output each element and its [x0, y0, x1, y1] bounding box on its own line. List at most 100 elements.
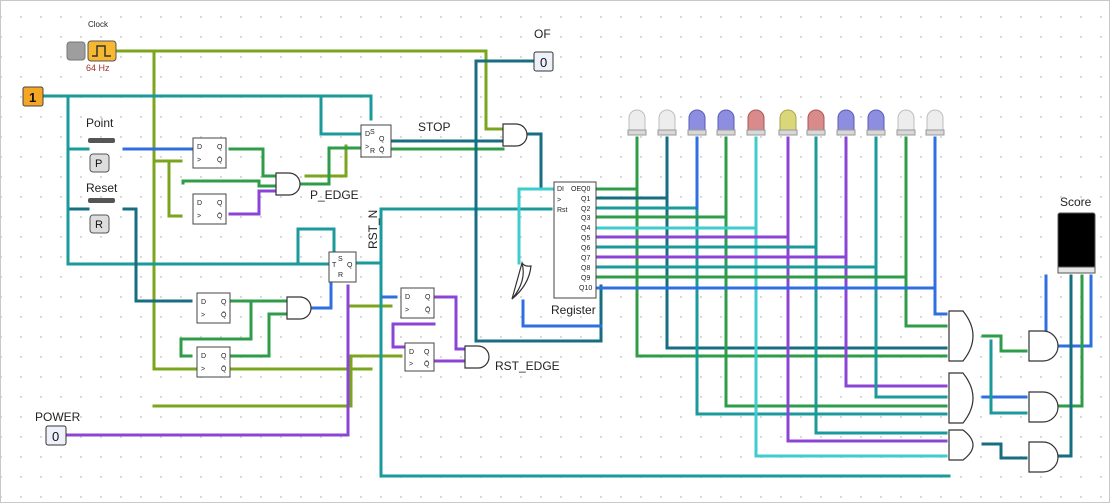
- wire-const-4: [296, 227, 336, 266]
- svg-text:Q̄: Q̄: [424, 360, 430, 368]
- reset-button-group[interactable]: Reset R: [86, 181, 118, 234]
- reset-key: R: [95, 219, 103, 231]
- wire-score-2: [1057, 274, 1084, 408]
- svg-text:Q0: Q0: [581, 186, 590, 193]
- of-value: 0: [540, 55, 547, 70]
- svg-text:Q7: Q7: [581, 255, 590, 262]
- power-input[interactable]: POWER 0: [35, 410, 81, 446]
- stop-label: STOP: [418, 120, 450, 134]
- wire-q5: [594, 235, 948, 443]
- wire-score-3: [1057, 274, 1073, 458]
- wire-q8: [594, 265, 948, 399]
- wire-clock-p2: [167, 159, 183, 218]
- point-button[interactable]: [89, 153, 110, 173]
- svg-text:Q̄: Q̄: [221, 311, 227, 319]
- of-label: OF: [534, 27, 551, 41]
- led-2-icon: [657, 109, 677, 136]
- and-gate-score-c: [948, 429, 974, 461]
- wire-clock: [116, 49, 505, 131]
- wire-q3: [594, 215, 948, 408]
- reset-button[interactable]: [89, 214, 110, 234]
- svg-text:Q5: Q5: [581, 235, 590, 242]
- clock-frequency: 64 Hz: [86, 63, 110, 73]
- wire-g4-out: [989, 339, 1028, 415]
- and-gate-pedge: [275, 172, 301, 196]
- wire-g1-out: [981, 334, 1028, 353]
- and-gate-score-b: [948, 372, 974, 424]
- and-gate-out-2: [1028, 391, 1059, 423]
- score-display: Score: [1057, 195, 1096, 274]
- wire-clock-down: [152, 49, 373, 371]
- score-label: Score: [1060, 195, 1092, 209]
- wire-r-loop: [179, 299, 253, 358]
- svg-text:S: S: [370, 129, 375, 136]
- clock-component[interactable]: Clock 64 Hz: [66, 20, 117, 73]
- register-label: Register: [551, 303, 596, 317]
- svg-text:D: D: [365, 131, 370, 138]
- svg-text:Q: Q: [217, 144, 223, 151]
- square-wave-icon: [92, 45, 111, 57]
- wire-q4: [594, 226, 948, 458]
- svg-text:Q: Q: [379, 136, 385, 143]
- wire-score-1: [1057, 274, 1093, 348]
- svg-text:Q1: Q1: [581, 196, 590, 203]
- led-9-icon: [866, 109, 886, 136]
- or-gate-register: [511, 260, 532, 300]
- led-10-icon: [896, 109, 916, 136]
- wire-const-2: [319, 94, 363, 136]
- svg-text:>: >: [557, 197, 561, 204]
- wire-q2: [594, 206, 948, 416]
- point-switch[interactable]: [88, 138, 115, 143]
- svg-text:Q6: Q6: [581, 245, 590, 252]
- wire-g3-out: [981, 442, 1028, 460]
- wire-p-qb: [181, 179, 278, 188]
- rst-edge-label: RST_EDGE: [495, 359, 560, 373]
- clock-label: Clock: [88, 20, 109, 29]
- wire-r-qn: [228, 312, 288, 358]
- wire-power: [65, 284, 350, 437]
- register-component: DI > Rst OE Q0 Q1 Q2 Q3 Q4 Q5 Q6 Q7 Q8 Q…: [551, 181, 597, 317]
- svg-text:Q̄: Q̄: [425, 306, 431, 314]
- clock-icon[interactable]: [87, 40, 117, 62]
- svg-text:Q: Q: [425, 294, 431, 301]
- svg-text:Rst: Rst: [557, 207, 568, 214]
- point-button-group[interactable]: Point P: [86, 116, 115, 173]
- power-toggle[interactable]: [45, 425, 67, 446]
- wire-const: [42, 94, 373, 121]
- reset-switch[interactable]: [88, 198, 115, 203]
- wire-of: [474, 59, 603, 343]
- and-gate-reset: [286, 296, 312, 320]
- wire-q6: [594, 245, 948, 435]
- svg-text:S: S: [338, 256, 343, 263]
- wire-rst-edge-q: [432, 295, 467, 351]
- p-edge-label: P_EDGE: [310, 188, 359, 202]
- wire-q9: [594, 275, 948, 328]
- of-output: OF 0: [533, 27, 554, 72]
- wire-q10: [594, 286, 948, 316]
- svg-text:OE: OE: [571, 186, 581, 193]
- wire-or-reg: [517, 187, 554, 265]
- wire-p-q: [228, 147, 278, 178]
- wire-pedge: [299, 146, 363, 186]
- and-gate-score-a: [948, 310, 974, 362]
- svg-text:>: >: [201, 312, 205, 319]
- wire-r-gate: [309, 269, 333, 310]
- led-4-icon: [716, 109, 736, 136]
- svg-text:Q: Q: [221, 353, 227, 360]
- t-flipflop-rstn: TS QR: [328, 251, 357, 283]
- svg-text:Q̄: Q̄: [221, 365, 227, 373]
- svg-text:D: D: [405, 294, 410, 301]
- power-label: POWER: [35, 410, 81, 424]
- clock-toggle[interactable]: [66, 41, 86, 61]
- reset-label: Reset: [86, 181, 118, 195]
- svg-text:D: D: [201, 299, 206, 306]
- constant-one: 1: [22, 86, 44, 107]
- svg-text:Q10: Q10: [579, 285, 592, 292]
